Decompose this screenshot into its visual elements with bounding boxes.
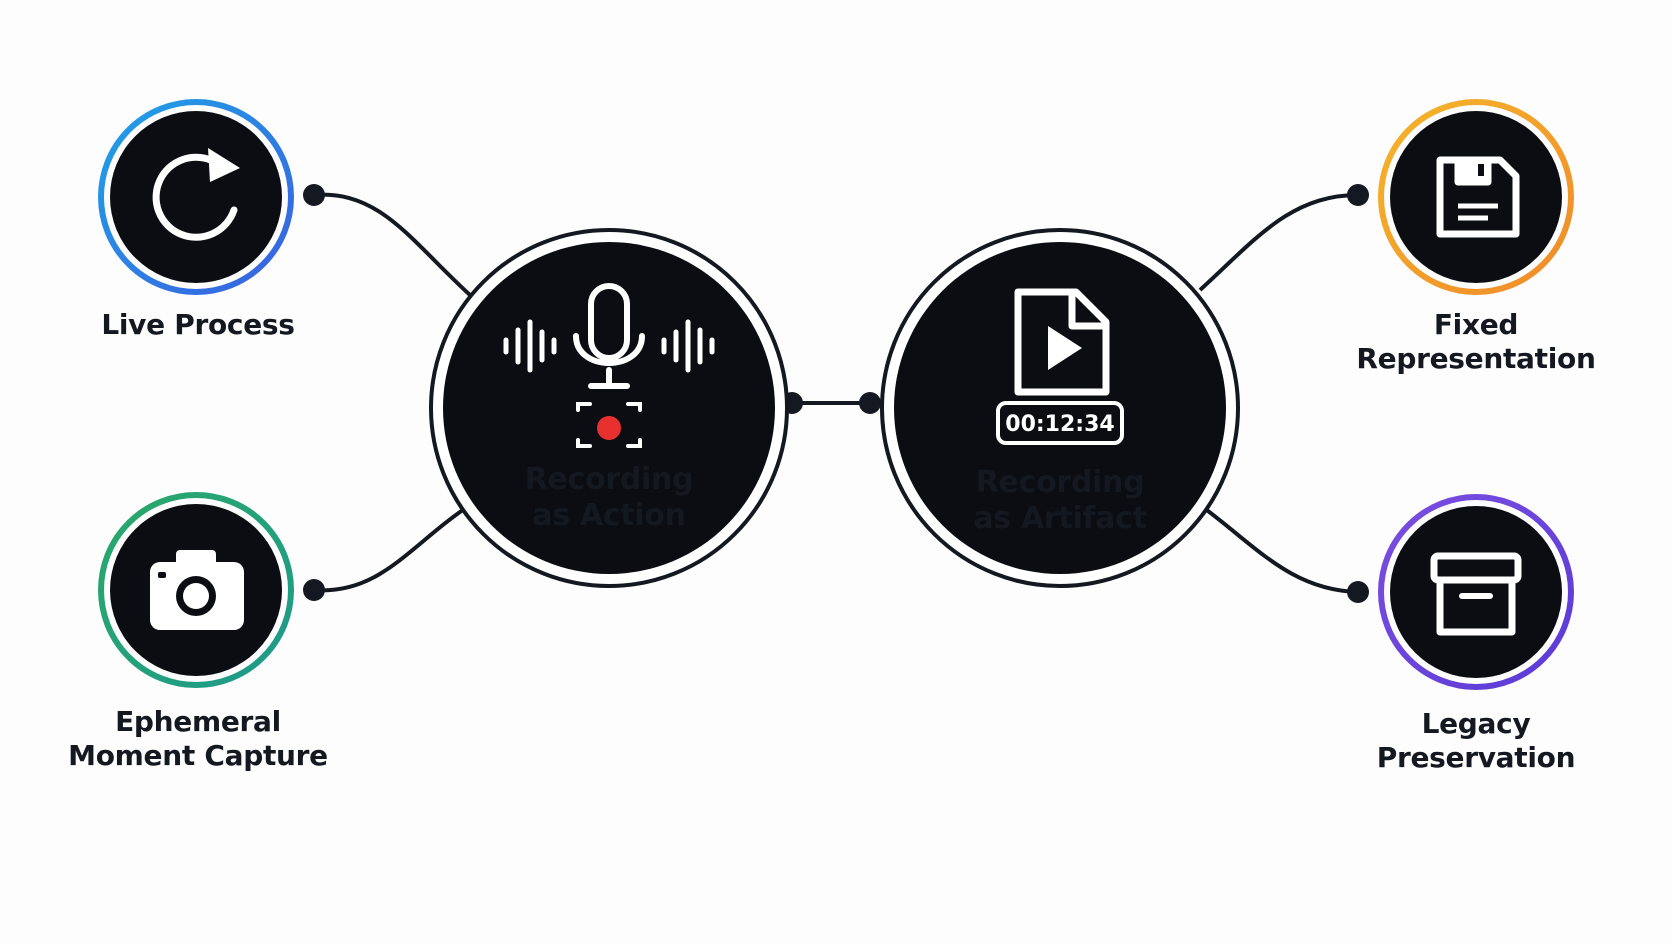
- timer-box: [996, 401, 1124, 445]
- video-file-icon: [1014, 288, 1110, 396]
- node-live-process: [98, 99, 294, 295]
- refresh-icon: [152, 153, 238, 241]
- node-legacy-preservation: [1378, 494, 1574, 690]
- action-label-line2: as Action: [532, 498, 686, 533]
- node-recording-action: [429, 228, 789, 588]
- waveform-right-icon: [661, 319, 715, 373]
- connector-action-live-process: [313, 192, 472, 297]
- connector-artifact-fixed: [1198, 193, 1359, 292]
- live-process-label: Live Process: [28, 308, 368, 342]
- artifact-label: Recording as Artifact: [950, 465, 1170, 537]
- legacy-label-line1: Legacy: [1421, 707, 1531, 740]
- artifact-label-line1: Recording: [975, 465, 1145, 500]
- node-recording-artifact: 00:12:34: [880, 228, 1240, 588]
- legacy-label: Legacy Preservation: [1306, 707, 1646, 774]
- connector-action-ephemeral: [313, 503, 472, 593]
- connector-dots: [303, 184, 1369, 603]
- waveform-left-icon: [503, 319, 557, 373]
- dot-artifact-left: [859, 392, 881, 414]
- floppy-disk-icon: [1436, 156, 1520, 238]
- record-dot-icon: [597, 416, 621, 440]
- microphone-icon: [573, 283, 645, 389]
- legacy-label-line2: Preservation: [1376, 740, 1576, 774]
- action-label: Recording as Action: [509, 462, 709, 534]
- dot-live-process: [303, 184, 325, 206]
- connectors: [313, 192, 1359, 594]
- node-fixed-representation: [1378, 99, 1574, 295]
- record-frame-icon: [576, 402, 642, 448]
- camera-icon: [150, 550, 244, 630]
- fixed-label-line2: Representation: [1356, 341, 1596, 375]
- ephemeral-label-line1: Ephemeral: [115, 705, 281, 738]
- connector-artifact-legacy: [1198, 503, 1359, 594]
- live-process-label-line1: Live Process: [101, 308, 295, 341]
- refresh-arrow-icon: [208, 148, 240, 182]
- archive-box-icon: [1430, 552, 1522, 636]
- node-ephemeral-moment: [98, 492, 294, 688]
- fixed-label-line1: Fixed: [1433, 308, 1519, 341]
- action-label-line1: Recording: [524, 462, 694, 497]
- dot-legacy: [1347, 581, 1369, 603]
- timer-text: 00:12:34: [1005, 412, 1114, 437]
- ephemeral-label-line2: Moment Capture: [68, 738, 328, 772]
- dot-fixed: [1347, 184, 1369, 206]
- fixed-label: Fixed Representation: [1306, 308, 1646, 375]
- artifact-label-line2: as Artifact: [973, 501, 1147, 536]
- dot-ephemeral: [303, 579, 325, 601]
- ephemeral-label: Ephemeral Moment Capture: [28, 705, 368, 772]
